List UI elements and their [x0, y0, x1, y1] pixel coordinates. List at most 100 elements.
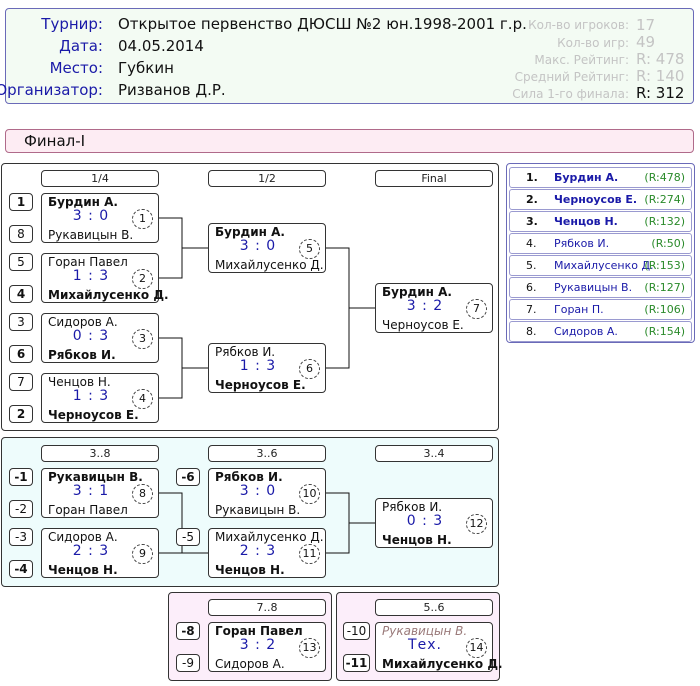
match-player-top[interactable]: Бурдин А.	[382, 285, 452, 299]
seed-7: 7	[9, 373, 33, 391]
standings-row[interactable]: 3. Ченцов Н. (R:132)	[509, 211, 692, 232]
seed-4: 4	[9, 285, 33, 303]
match-player-bottom[interactable]: Горан Павел	[48, 503, 128, 517]
round-header-quarter: 1/4	[41, 170, 159, 187]
standings-row[interactable]: 7. Горан П. (R:106)	[509, 299, 692, 320]
match-score: 3 : 2	[239, 637, 277, 653]
round-header-final: Final	[375, 170, 493, 187]
match-player-top[interactable]: Горан Павел	[48, 255, 128, 269]
match-card[interactable]: Сидоров А. 2 : 3 Ченцов Н. 9	[41, 528, 159, 578]
match-card[interactable]: Рукавицын В. Тех. Михайлусенко Д. 14	[375, 622, 503, 672]
match-card[interactable]: Рябков И. 3 : 0 Рукавицын В. 10	[208, 468, 326, 518]
match-player-bottom[interactable]: Михайлусенко Д.	[215, 258, 324, 272]
match-card[interactable]: Сидоров А. 0 : 3 Рябков И. 3	[41, 313, 159, 363]
standings-row[interactable]: 1. Бурдин А. (R:478)	[509, 167, 692, 188]
standings-position: 2.	[526, 193, 538, 206]
standings-rating: (R:106)	[644, 303, 685, 316]
seed-minus-5: -5	[176, 528, 200, 546]
games-count-value: 49	[636, 33, 656, 51]
tournament-name: Открытое первенство ДЮСШ №2 юн.1998-2001…	[118, 15, 527, 33]
standings-row[interactable]: 2. Черноусов Е. (R:274)	[509, 189, 692, 210]
seed-5: 5	[9, 253, 33, 271]
match-card[interactable]: Горан Павел 1 : 3 Михайлусенко Д. 2	[41, 253, 169, 303]
max-rating-label: Макс. Рейтинг:	[534, 53, 629, 67]
match-player-top[interactable]: Сидоров А.	[48, 315, 118, 329]
match-card[interactable]: Рябков И. 1 : 3 Черноусов Е. 6	[208, 343, 326, 393]
seed-minus-11: -11	[343, 654, 370, 672]
match-card[interactable]: Бурдин А. 3 : 0 Михайлусенко Д. 5	[208, 223, 326, 273]
match-player-top[interactable]: Ченцов Н.	[48, 375, 111, 389]
match-card[interactable]: Михайлусенко Д. 2 : 3 Ченцов Н. 11	[208, 528, 326, 578]
match-player-top[interactable]: Рябков И.	[382, 500, 443, 514]
match-player-bottom[interactable]: Рябков И.	[48, 348, 116, 362]
standings-row[interactable]: 5. Михайлусенко Д. (R:153)	[509, 255, 692, 276]
standings-player-name[interactable]: Рукавицын В.	[554, 281, 633, 294]
match-number: 7	[466, 299, 487, 319]
seed-minus-4: -4	[9, 560, 33, 578]
standings-player-name[interactable]: Горан П.	[554, 303, 604, 316]
match-number: 1	[132, 209, 153, 229]
match-card[interactable]: Горан Павел 3 : 2 Сидоров А. 13	[208, 622, 326, 672]
match-number: 14	[466, 638, 487, 658]
standings-player-name[interactable]: Михайлусенко Д.	[554, 259, 654, 272]
seed-minus-6: -6	[176, 468, 200, 486]
standings-row[interactable]: 4. Рябков И. (R:50)	[509, 233, 692, 254]
standings-rating: (R:478)	[644, 171, 685, 184]
match-player-bottom[interactable]: Черноусов Е.	[215, 378, 306, 392]
seed-minus-9: -9	[176, 654, 200, 672]
final-section-header[interactable]: Финал-I	[5, 129, 694, 153]
round-header-7-8: 7..8	[208, 599, 326, 616]
match-player-bottom[interactable]: Михайлусенко Д.	[382, 657, 503, 671]
match-player-bottom[interactable]: Ченцов Н.	[48, 563, 118, 577]
standings-player-name[interactable]: Черноусов Е.	[554, 193, 638, 206]
match-card[interactable]: Рябков И. 0 : 3 Ченцов Н. 12	[375, 498, 493, 548]
standings-player-name[interactable]: Рябков И.	[554, 237, 610, 250]
match-card[interactable]: Бурдин А. 3 : 2 Черноусов Е. 7	[375, 283, 493, 333]
match-player-bottom[interactable]: Черноусов Е.	[48, 408, 139, 422]
match-player-top[interactable]: Михайлусенко Д.	[215, 530, 324, 544]
match-player-top[interactable]: Рябков И.	[215, 345, 276, 359]
final-standings-panel: 1. Бурдин А. (R:478) 2. Черноусов Е. (R:…	[506, 163, 695, 343]
match-player-bottom[interactable]: Ченцов Н.	[382, 533, 452, 547]
match-score: 1 : 3	[72, 268, 110, 284]
match-player-bottom[interactable]: Черноусов Е.	[382, 318, 464, 332]
standings-player-name[interactable]: Ченцов Н.	[554, 215, 618, 228]
match-player-top[interactable]: Рукавицын В.	[48, 470, 143, 484]
match-score: 3 : 2	[406, 298, 444, 314]
match-score: 3 : 0	[239, 483, 277, 499]
standings-player-name[interactable]: Бурдин А.	[554, 171, 619, 184]
players-count-label: Кол-во игроков:	[528, 18, 629, 32]
match-number: 3	[132, 329, 153, 349]
standings-row[interactable]: 8. Сидоров А. (R:154)	[509, 321, 692, 342]
date-label: Дата:	[59, 37, 103, 55]
final-strength-label: Сила 1-го финала:	[512, 87, 629, 101]
match-player-top[interactable]: Бурдин А.	[48, 195, 118, 209]
standings-rating: (R:132)	[644, 215, 685, 228]
match-player-top[interactable]: Сидоров А.	[48, 530, 118, 544]
match-player-top[interactable]: Горан Павел	[215, 624, 303, 638]
match-number: 2	[132, 269, 153, 289]
match-player-bottom[interactable]: Рукавицын В.	[215, 503, 301, 517]
match-card[interactable]: Рукавицын В. 3 : 1 Горан Павел 8	[41, 468, 159, 518]
match-player-top[interactable]: Рябков И.	[215, 470, 283, 484]
organizer-label: Организатор:	[0, 81, 103, 99]
match-number: 10	[299, 484, 320, 504]
standings-player-name[interactable]: Сидоров А.	[554, 325, 618, 338]
round-header-3-6: 3..6	[208, 445, 326, 462]
match-number: 9	[132, 544, 153, 564]
match-player-top[interactable]: Бурдин А.	[215, 225, 285, 239]
match-card[interactable]: Ченцов Н. 1 : 3 Черноусов Е. 4	[41, 373, 159, 423]
match-player-bottom[interactable]: Сидоров А.	[215, 657, 285, 671]
place-label: Место:	[49, 59, 103, 77]
match-player-bottom[interactable]: Михайлусенко Д.	[48, 288, 169, 302]
standings-rating: (R:50)	[651, 237, 685, 250]
match-card[interactable]: Бурдин А. 3 : 0 Рукавицын В. 1	[41, 193, 159, 243]
max-rating-value: R: 478	[636, 50, 685, 68]
seed-3: 3	[9, 313, 33, 331]
match-score: 1 : 3	[72, 388, 110, 404]
match-player-bottom[interactable]: Рукавицын В.	[48, 228, 134, 242]
match-player-bottom[interactable]: Ченцов Н.	[215, 563, 285, 577]
match-player-top[interactable]: Рукавицын В.	[382, 624, 468, 638]
match-number: 12	[466, 514, 487, 534]
standings-row[interactable]: 6. Рукавицын В. (R:127)	[509, 277, 692, 298]
